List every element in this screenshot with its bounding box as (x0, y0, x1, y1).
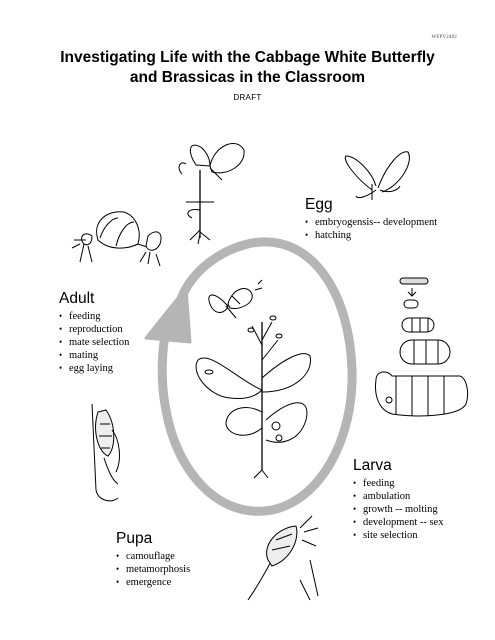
pupa-left-illustration (91, 403, 120, 502)
stage-adult-list: feeding reproduction mate selection mati… (59, 310, 129, 375)
stage-larva-title: Larva (353, 457, 392, 474)
cycle-arrow (144, 237, 357, 516)
stage-egg: Egg embryogensis-- development hatching (305, 196, 437, 242)
list-item: emergence (116, 576, 190, 589)
list-item: mating (59, 349, 129, 362)
list-item: embryogensis-- development (305, 216, 437, 229)
list-item: egg laying (59, 362, 129, 375)
list-item: growth -- molting (353, 503, 443, 516)
title-line-1: Investigating Life with the Cabbage Whit… (60, 49, 435, 66)
stage-pupa-title: Pupa (116, 530, 153, 547)
list-item: development -- sex (353, 516, 443, 529)
list-item: site selection (353, 529, 443, 542)
center-plant-illustration (195, 279, 312, 479)
title-line-2: and Brassicas in the Classroom (129, 69, 366, 86)
flying-butterfly-icon (208, 279, 263, 319)
stage-pupa-list: camouflage metamorphosis emergence (116, 550, 190, 589)
list-item: reproduction (59, 323, 129, 336)
document-code: WFPV2402 (431, 35, 457, 40)
stage-adult-title: Adult (59, 290, 95, 307)
egg-laying-illustration (178, 143, 245, 245)
draft-label: DRAFT (233, 93, 262, 102)
mating-butterflies-illustration (71, 211, 162, 267)
list-item: mate selection (59, 336, 129, 349)
larva-growth-illustration (375, 277, 469, 417)
egg-leaf-illustration (344, 151, 410, 200)
stage-larva-list: feeding ambulation growth -- molting dev… (353, 477, 443, 542)
stage-pupa: Pupa camouflage metamorphosis emergence (116, 530, 190, 589)
stage-larva: Larva feeding ambulation growth -- molti… (353, 457, 443, 542)
list-item: ambulation (353, 490, 443, 503)
list-item: metamorphosis (116, 563, 190, 576)
list-item: hatching (305, 229, 437, 242)
list-item: camouflage (116, 550, 190, 563)
stage-egg-title: Egg (305, 196, 333, 213)
stage-adult: Adult feeding reproduction mate selectio… (59, 290, 129, 375)
page-title: Investigating Life with the Cabbage Whit… (0, 48, 495, 88)
list-item: feeding (59, 310, 129, 323)
pupa-bottom-illustration (247, 515, 319, 601)
stage-egg-list: embryogensis-- development hatching (305, 216, 437, 242)
list-item: feeding (353, 477, 443, 490)
